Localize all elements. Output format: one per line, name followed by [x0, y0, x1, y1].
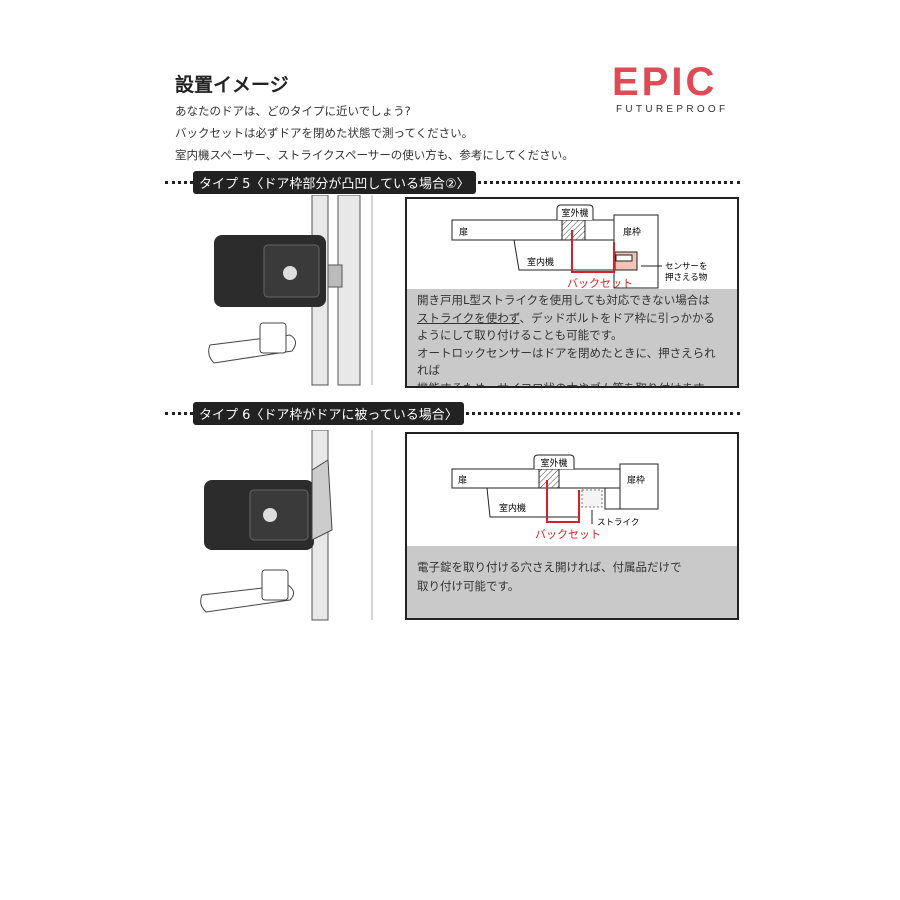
indoor-unit-shape: [513, 239, 614, 271]
description-text: 開き戸用L型ストライクを使用しても対応できない場合は ストライクを使わず、デッド…: [407, 289, 737, 388]
strike-plate: [311, 459, 333, 541]
intro-line: あなたのドアは、どのタイプに近いでしょう?: [175, 104, 411, 118]
text-span: 、デッドボルトをドア枠に引っかかる: [519, 310, 715, 325]
keyhole-icon: [283, 266, 297, 280]
indoor-unit-label: 室内機: [527, 256, 554, 268]
description-text: 電子錠を取り付ける穴さえ開ければ、付属品だけで 取り付け可能です。: [407, 546, 737, 596]
diagram-type5: 室外機 扉 扉枠 室内機 バックセット センサーを 押さえる物: [451, 204, 708, 290]
text-line: 開き戸用L型ストライクを使用しても対応できない場合は: [417, 293, 710, 307]
sensor-note: センサーを: [665, 262, 708, 272]
text-line: オートロックセンサーはドアを閉めたときに、押さえられれば: [417, 345, 716, 378]
keyhole-icon: [263, 508, 277, 522]
sensor-note: 押さえる物: [665, 272, 708, 283]
door-frame: [337, 195, 361, 386]
intro-line: バックセットは必ずドアを閉めた状態で測ってください。: [175, 126, 474, 140]
text-line: 機能するため、サイコロ状の木やゴム等を取り付けます。: [417, 380, 715, 388]
backset-label: バックセット: [535, 528, 601, 541]
description-panel: 開き戸用L型ストライクを使用しても対応できない場合は ストライクを使わず、デッド…: [407, 289, 737, 386]
intro-line: 室内機スペーサー、ストライクスペーサーの使い方も、参考にしてください。: [175, 148, 574, 162]
text-line: ようにして取り付けることも可能です。: [417, 328, 623, 342]
diagram-box-type6: 室外機 扉 扉枠 室内機 バックセット ストライク 電子錠を取り付ける穴さえ開け…: [405, 432, 739, 620]
section-label-type5: タイプ 5〈ドア枠部分が凸凹している場合②〉: [193, 171, 476, 194]
section-label-type6: タイプ 6〈ドア枠がドアに被っている場合〉: [193, 402, 464, 425]
door-shape: [451, 219, 615, 241]
indoor-unit-label: 室内機: [499, 502, 526, 514]
frame-label: 扉枠: [627, 474, 645, 486]
frame-shape: [619, 463, 659, 510]
lock-cover: [249, 489, 309, 541]
deadbolt: [327, 264, 343, 288]
text-line: 取り付け可能です。: [417, 579, 520, 593]
backset-measure: [571, 230, 615, 273]
outdoor-label-bubble: [533, 454, 575, 469]
text-line: ストライクを使わず、デッドボルトをドア枠に引っかかる: [417, 310, 727, 328]
sensor: [615, 254, 633, 262]
lock-illustration-type5: [208, 195, 373, 386]
door-shape: [451, 468, 621, 489]
logo-tagline: FUTUREPROOF: [616, 104, 729, 115]
frame-overlap: [604, 488, 620, 510]
frame-label: 扉枠: [623, 226, 641, 238]
outdoor-unit-shape: [561, 219, 586, 241]
backset-label: バックセット: [567, 277, 633, 290]
door-label: 扉: [458, 474, 467, 486]
diagram-box-type5: 室外機 扉 扉枠 室内機 バックセット センサーを 押さえる物 開き戸用L型スト…: [405, 197, 739, 388]
indoor-unit-shape: [486, 487, 579, 518]
handle-rose: [261, 569, 289, 601]
backset-measure: [546, 480, 580, 523]
outdoor-unit-label: 室外機: [540, 457, 567, 469]
text-line: 電子錠を取り付ける穴さえ開ければ、付属品だけで: [417, 560, 682, 574]
lock-illustration-type6: [200, 430, 373, 621]
outdoor-unit-shape: [538, 468, 560, 489]
underlined-text: ストライクを使わず: [417, 310, 520, 325]
description-panel: 電子錠を取り付ける穴さえ開ければ、付属品だけで 取り付け可能です。: [407, 546, 737, 618]
door-label: 扉: [459, 226, 468, 238]
diagram-type6: 室外機 扉 扉枠 室内機 バックセット ストライク: [451, 454, 659, 541]
logo: EPIC: [612, 60, 718, 104]
strike-shape: [581, 489, 603, 508]
page-title: 設置イメージ: [175, 74, 289, 96]
handle-rose: [259, 322, 287, 354]
strike-label: ストライク: [597, 518, 639, 528]
outdoor-label-bubble: [556, 204, 594, 220]
outdoor-unit-label: 室外機: [561, 207, 588, 219]
